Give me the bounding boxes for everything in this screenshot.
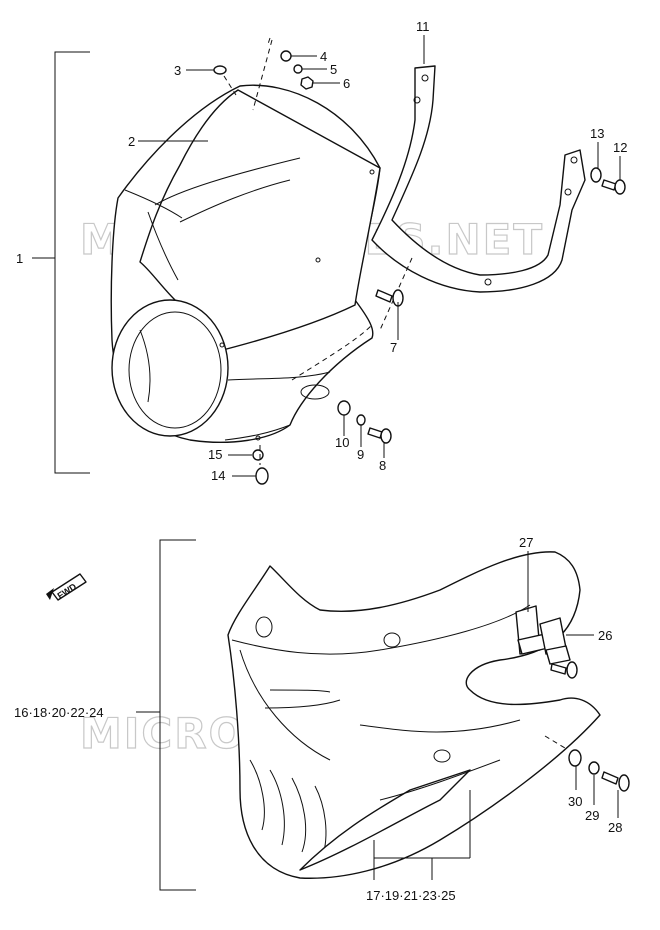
callout-27: 27: [519, 535, 533, 550]
callout-12: 12: [613, 140, 627, 155]
callout-11: 11: [416, 19, 430, 34]
callout-13: 13: [590, 126, 604, 141]
under-cowl: [227, 551, 601, 879]
screw-under-cowl: [550, 661, 578, 679]
dash-screen-mount: [252, 37, 273, 111]
bolt-12: [601, 179, 626, 195]
callout-8: 8: [379, 458, 386, 473]
callout-26: 26: [598, 628, 612, 643]
headlight-cowl: [110, 84, 381, 443]
nut-15: [252, 449, 264, 461]
bolt-8: [367, 427, 392, 444]
callout-28: 28: [608, 820, 622, 835]
callout-30: 30: [568, 794, 582, 809]
washer-9: [356, 414, 366, 426]
group-bracket-16: [136, 539, 196, 891]
callout-29: 29: [585, 808, 599, 823]
washer-29: [588, 761, 600, 775]
bolt-28: [601, 771, 630, 792]
callout-17-25: 17·19·21·23·25: [366, 888, 456, 903]
callout-4: 4: [320, 49, 327, 64]
callout-7: 7: [390, 340, 397, 355]
callout-3: 3: [174, 63, 181, 78]
nut-6: [300, 76, 314, 90]
washer-10: [337, 400, 351, 416]
callout-5: 5: [330, 62, 337, 77]
callout-16-24: 16·18·20·22·24: [14, 705, 104, 720]
callout-15: 15: [208, 447, 222, 462]
callout-2: 2: [128, 134, 135, 149]
washer-30: [568, 749, 582, 767]
washer-5: [293, 64, 303, 74]
screw-7: [375, 289, 404, 307]
washer-4: [280, 50, 292, 62]
grommet-14: [255, 445, 269, 485]
cowl-stay: [371, 65, 586, 331]
fwd-arrow-icon: FWD: [46, 573, 87, 601]
lower-leaders: [373, 551, 619, 880]
callout-1: 1: [16, 251, 23, 266]
group-bracket-1: [32, 51, 90, 474]
callout-9: 9: [357, 447, 364, 462]
clip-26: [539, 617, 571, 665]
callout-6: 6: [343, 76, 350, 91]
callout-10: 10: [335, 435, 349, 450]
washer-13: [590, 167, 602, 183]
callout-14: 14: [211, 468, 225, 483]
upper-leaders: [138, 35, 621, 477]
